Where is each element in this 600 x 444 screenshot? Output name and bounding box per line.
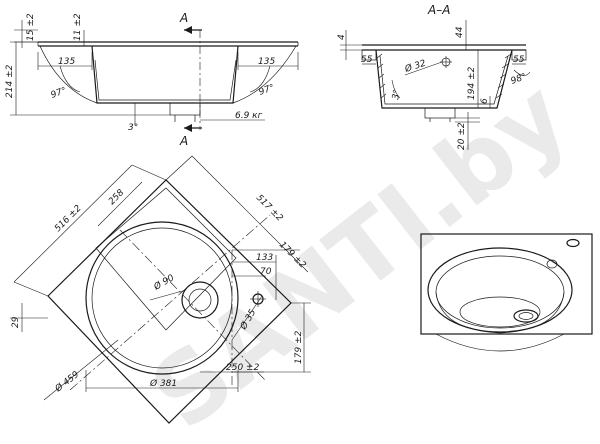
drain-outer — [181, 281, 219, 319]
dia-32: Ø 32 — [403, 58, 428, 75]
dim-516: 516 ±2 — [53, 203, 84, 234]
watermark: SANTI.by — [131, 60, 588, 444]
dim-29: 29 — [11, 316, 21, 328]
perspective-view — [420, 233, 593, 352]
dim-20: 20 ±2 — [457, 122, 467, 150]
section-letter-top: A — [179, 11, 188, 25]
dim-133: 133 — [256, 253, 273, 263]
dim-4: 4 — [337, 34, 347, 40]
dim-15: 15 ±2 — [26, 13, 36, 41]
dim-55-left: 55 — [361, 55, 373, 65]
section-title: A–A — [427, 3, 450, 17]
dim-11: 11 ±2 — [73, 13, 83, 41]
dim-135-left: 135 — [58, 57, 75, 67]
dim-55-right: 55 — [513, 55, 525, 65]
weight-label: 6.9 кг — [235, 111, 263, 121]
bowl-outer — [85, 221, 239, 375]
section-letter-bottom: A — [179, 134, 188, 148]
dim-44: 44 — [455, 26, 465, 38]
dim-517: 517 ±2 — [254, 193, 285, 224]
dim-194: 194 ±2 — [467, 66, 477, 100]
dim-179-right: 179 ±2 — [294, 330, 304, 364]
wall-hatching — [376, 53, 512, 99]
angle-97-left: 97° — [50, 86, 68, 101]
dim-6: 6 — [480, 98, 490, 104]
side-view: A A 15 ±2 11 ±2 135 135 214 ±2 97° 97° 3… — [5, 11, 299, 148]
drain-inner — [188, 288, 212, 312]
dia-381: Ø 381 — [149, 378, 177, 389]
angle-3-section: 3° — [391, 89, 403, 101]
dim-258: 258 — [107, 188, 126, 207]
dia-459: Ø 459 — [52, 369, 81, 395]
dim-70: 70 — [260, 267, 272, 277]
bowl-inner — [91, 227, 233, 369]
dim-135-right: 135 — [258, 57, 275, 67]
angle-3-side: 3° — [128, 123, 138, 133]
dim-214: 214 ±2 — [5, 64, 15, 98]
dim-250: 250 ±2 — [226, 363, 260, 373]
